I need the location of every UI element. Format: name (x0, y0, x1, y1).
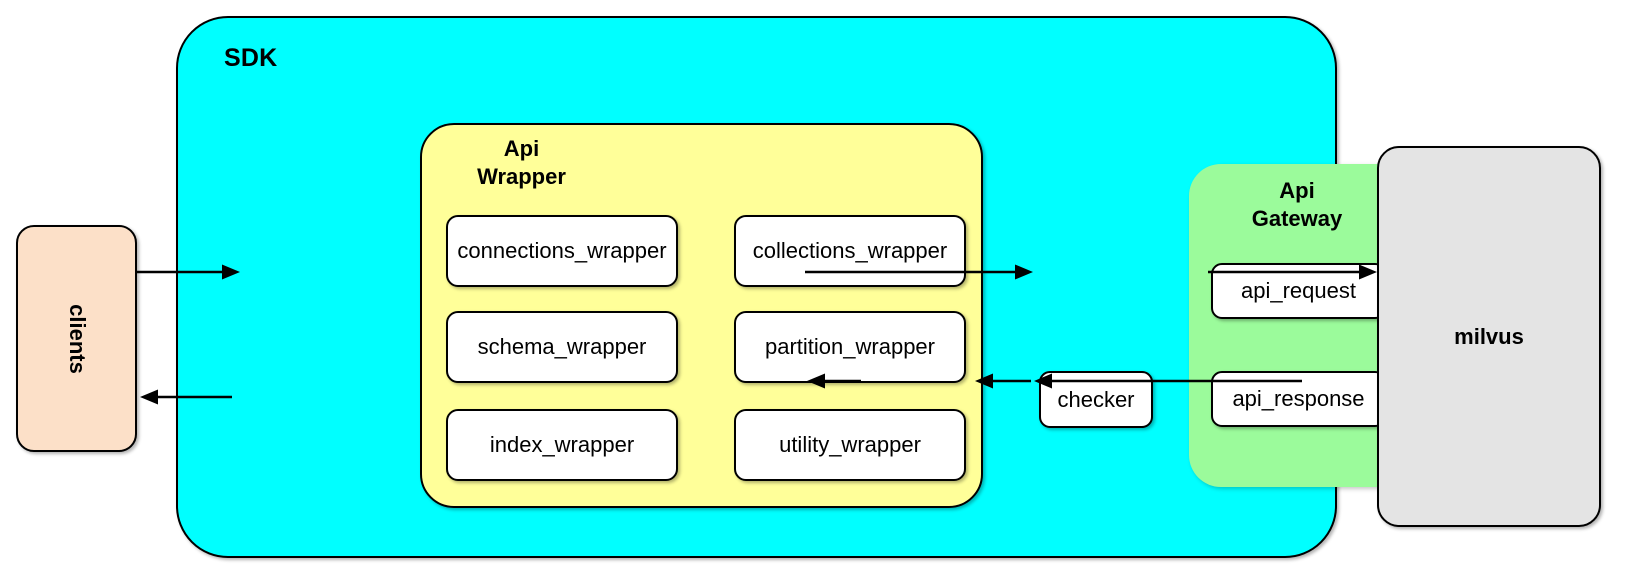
connections-wrapper-label: connections_wrapper (457, 238, 667, 263)
api-gateway-label: Api Gateway (1251, 178, 1343, 231)
collections-wrapper-label: collections_wrapper (752, 238, 948, 263)
api-response-label: api_response (1232, 386, 1365, 411)
partition-wrapper-box[interactable]: partition_wrapper (734, 311, 966, 383)
collections-wrapper-box[interactable]: collections_wrapper (734, 215, 966, 287)
schema-wrapper-box[interactable]: schema_wrapper (446, 311, 678, 383)
checker-box[interactable]: checker (1039, 371, 1153, 428)
index-wrapper-box[interactable]: index_wrapper (446, 409, 678, 481)
clients-box[interactable]: clients (16, 225, 137, 452)
milvus-label: milvus (1454, 323, 1524, 349)
api-request-label: api_request (1241, 278, 1356, 303)
api-response-box[interactable]: api_response (1211, 371, 1386, 427)
schema-wrapper-label: schema_wrapper (477, 334, 647, 359)
checker-label: checker (1057, 386, 1135, 412)
sdk-label: SDK (224, 44, 278, 72)
utility-wrapper-label: utility_wrapper (779, 432, 921, 457)
api-wrapper-container: Api Wrapper connections_wrapper collecti… (420, 123, 983, 508)
clients-label: clients (64, 303, 90, 374)
api-request-box[interactable]: api_request (1211, 263, 1386, 319)
api-wrapper-label: Api Wrapper (477, 136, 566, 189)
index-wrapper-label: index_wrapper (489, 432, 635, 457)
utility-wrapper-box[interactable]: utility_wrapper (734, 409, 966, 481)
milvus-box[interactable]: milvus (1377, 146, 1601, 527)
sdk-container: SDK Api Wrapper connections_wrapper coll… (176, 16, 1415, 558)
partition-wrapper-label: partition_wrapper (765, 334, 935, 359)
connections-wrapper-box[interactable]: connections_wrapper (446, 215, 678, 287)
